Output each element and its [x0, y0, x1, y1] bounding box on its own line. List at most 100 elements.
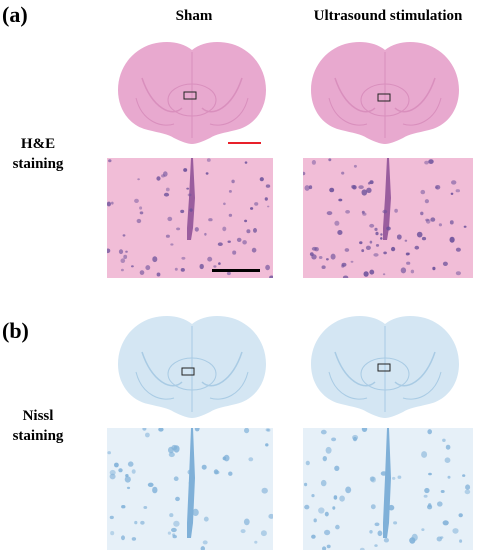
- cell-nucleus: [175, 496, 180, 502]
- cell-nucleus: [203, 516, 209, 522]
- cell-nucleus: [335, 524, 340, 530]
- cell-nucleus: [194, 428, 200, 432]
- cell-nucleus: [380, 233, 383, 236]
- cell-nucleus: [442, 261, 448, 266]
- cell-nucleus: [350, 260, 354, 263]
- cell-nucleus: [382, 209, 388, 214]
- cell-nucleus: [110, 531, 115, 536]
- cell-nucleus: [324, 511, 329, 517]
- cell-nucleus: [465, 484, 471, 490]
- cell-nucleus: [420, 211, 424, 216]
- cell-nucleus: [427, 429, 432, 435]
- cell-nucleus: [145, 432, 150, 438]
- nissl-sham-zoom-image: [107, 428, 273, 550]
- cell-nucleus: [165, 187, 170, 192]
- cell-nucleus: [206, 158, 211, 162]
- cell-nucleus: [338, 198, 343, 202]
- cell-nucleus: [353, 436, 357, 442]
- cell-nucleus: [341, 262, 347, 267]
- nissl-us-brain-section: [305, 312, 465, 422]
- cell-nucleus: [131, 265, 134, 268]
- cell-nucleus: [145, 265, 151, 271]
- black-scale-bar: [212, 269, 260, 272]
- cell-nucleus: [107, 451, 111, 455]
- row-label-he-line1: H&E: [20, 136, 56, 152]
- cell-nucleus: [118, 468, 123, 473]
- cell-nucleus: [383, 517, 389, 523]
- cell-nucleus: [265, 428, 270, 432]
- cell-nucleus: [458, 513, 463, 518]
- cell-nucleus: [260, 530, 267, 537]
- cell-nucleus: [374, 522, 380, 527]
- cell-nucleus: [109, 515, 114, 520]
- cell-nucleus: [424, 160, 429, 165]
- cell-nucleus: [334, 465, 340, 471]
- cell-nucleus: [167, 216, 173, 222]
- cell-nucleus: [304, 482, 308, 487]
- cell-nucleus: [156, 176, 161, 181]
- cell-nucleus: [244, 161, 248, 164]
- cell-nucleus: [396, 234, 402, 240]
- cell-nucleus: [158, 428, 164, 432]
- cell-nucleus: [361, 189, 368, 196]
- cell-nucleus: [227, 240, 231, 243]
- cell-nucleus: [421, 528, 425, 531]
- cell-nucleus: [445, 444, 451, 450]
- cell-nucleus: [444, 457, 451, 463]
- cell-nucleus: [265, 443, 269, 447]
- cell-nucleus: [228, 471, 233, 476]
- cell-nucleus: [147, 482, 154, 487]
- cell-nucleus: [421, 451, 428, 458]
- cell-nucleus: [331, 437, 337, 442]
- cell-nucleus: [134, 520, 138, 525]
- cell-nucleus: [180, 268, 185, 272]
- cell-nucleus: [267, 205, 270, 208]
- cell-nucleus: [311, 160, 316, 165]
- cell-nucleus: [421, 236, 427, 241]
- he-us-brain-section: [305, 38, 465, 148]
- cell-nucleus: [176, 227, 181, 231]
- cell-nucleus: [361, 210, 365, 214]
- cell-nucleus: [369, 476, 375, 482]
- cell-nucleus: [369, 269, 375, 275]
- cell-nucleus: [374, 544, 378, 547]
- cell-nucleus: [231, 179, 235, 184]
- row-label-nissl-line1: Nissl: [22, 408, 54, 424]
- cell-nucleus: [125, 250, 128, 253]
- cell-nucleus: [369, 223, 375, 228]
- cell-nucleus: [404, 239, 408, 242]
- cell-nucleus: [326, 258, 329, 261]
- column-heading-ultrasound: Ultrasound stimulation: [313, 8, 463, 24]
- cell-nucleus: [140, 520, 145, 525]
- cell-nucleus: [393, 521, 398, 525]
- cell-nucleus: [208, 218, 213, 222]
- cell-nucleus: [121, 505, 126, 509]
- cell-nucleus: [449, 220, 454, 225]
- cell-nucleus: [174, 267, 178, 271]
- cell-nucleus: [311, 246, 317, 251]
- cell-nucleus: [131, 537, 137, 541]
- cell-nucleus: [107, 248, 111, 254]
- panel-a-letter: (a): [2, 2, 28, 27]
- cell-nucleus: [324, 529, 331, 536]
- cell-nucleus: [131, 469, 136, 474]
- cell-nucleus: [172, 533, 176, 537]
- cell-nucleus: [222, 226, 227, 232]
- cell-nucleus: [311, 254, 317, 260]
- cell-nucleus: [213, 469, 219, 475]
- cell-nucleus: [373, 253, 379, 257]
- cell-nucleus: [447, 475, 451, 479]
- cell-nucleus: [228, 213, 233, 217]
- cell-nucleus: [334, 220, 340, 226]
- cell-nucleus: [339, 495, 345, 502]
- cell-nucleus: [240, 529, 246, 534]
- cell-nucleus: [464, 489, 471, 495]
- cell-nucleus: [374, 227, 378, 231]
- cell-nucleus: [416, 231, 423, 238]
- column-heading-sham: Sham: [175, 8, 213, 24]
- cell-nucleus: [142, 428, 147, 431]
- cell-nucleus: [463, 225, 467, 228]
- cell-nucleus: [424, 487, 430, 494]
- cell-nucleus: [459, 539, 463, 543]
- cell-nucleus: [377, 530, 383, 537]
